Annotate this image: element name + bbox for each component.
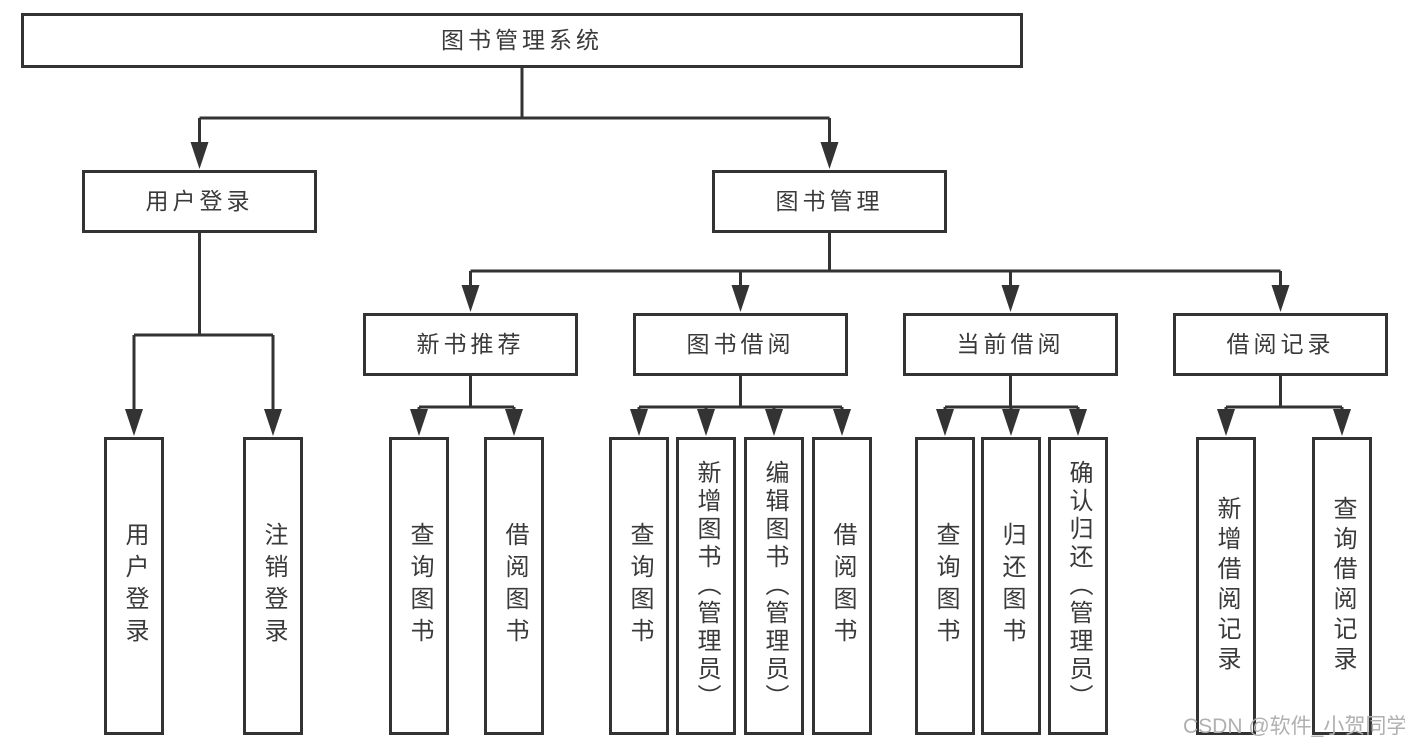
leaf-borrow-book: 借阅图书	[812, 437, 872, 735]
node-label: 查询图书	[406, 522, 433, 650]
leaf-query-book: 查询图书	[609, 437, 669, 735]
node-label: 新增图书（管理员）	[693, 460, 720, 712]
node-label: 借阅图书	[501, 522, 528, 650]
node-label: 图书管理系统	[441, 27, 603, 53]
node-label: 图书借阅	[686, 331, 795, 357]
node-new-book-recommend: 新书推荐	[363, 313, 578, 376]
leaf-add-book-admin: 新增图书（管理员）	[676, 437, 736, 735]
node-current-borrow: 当前借阅	[903, 313, 1118, 376]
node-label: 用户登录	[145, 188, 254, 214]
node-label: 当前借阅	[956, 331, 1065, 357]
node-label: 新书推荐	[416, 331, 525, 357]
node-label: 用户登录	[121, 522, 148, 650]
leaf-query-borrow-record: 查询借阅记录	[1312, 437, 1372, 735]
leaf-user-login: 用户登录	[104, 437, 164, 735]
leaf-query-book: 查询图书	[389, 437, 449, 735]
arrow-down-icons	[125, 142, 1351, 436]
node-label: 借阅记录	[1226, 331, 1335, 357]
leaf-edit-book-admin: 编辑图书（管理员）	[744, 437, 804, 735]
node-label: 图书管理	[775, 188, 884, 214]
node-label: 查询借阅记录	[1329, 496, 1356, 676]
node-label: 归还图书	[998, 522, 1025, 650]
tree-edges	[132, 68, 1344, 413]
node-label: 编辑图书（管理员）	[761, 460, 788, 712]
csdn-watermark: CSDN @软件_小贺同学	[1183, 715, 1405, 738]
node-label: 查询图书	[932, 522, 959, 650]
node-label: 新增借阅记录	[1213, 496, 1240, 676]
node-label: 借阅图书	[829, 522, 856, 650]
leaf-confirm-return-admin: 确认归还（管理员）	[1048, 437, 1108, 735]
node-borrow-records: 借阅记录	[1173, 313, 1388, 376]
leaf-add-borrow-record: 新增借阅记录	[1196, 437, 1256, 735]
node-book-borrow: 图书借阅	[633, 313, 848, 376]
node-label: 查询图书	[626, 522, 653, 650]
leaf-borrow-book: 借阅图书	[484, 437, 544, 735]
node-user-login: 用户登录	[82, 170, 317, 233]
node-library-management-system: 图书管理系统	[21, 13, 1023, 68]
leaf-query-book: 查询图书	[915, 437, 975, 735]
node-label: 注销登录	[260, 522, 287, 650]
leaf-logout: 注销登录	[243, 437, 303, 735]
node-label: 确认归还（管理员）	[1065, 460, 1092, 712]
node-book-management: 图书管理	[712, 170, 947, 233]
leaf-return-book: 归还图书	[981, 437, 1041, 735]
